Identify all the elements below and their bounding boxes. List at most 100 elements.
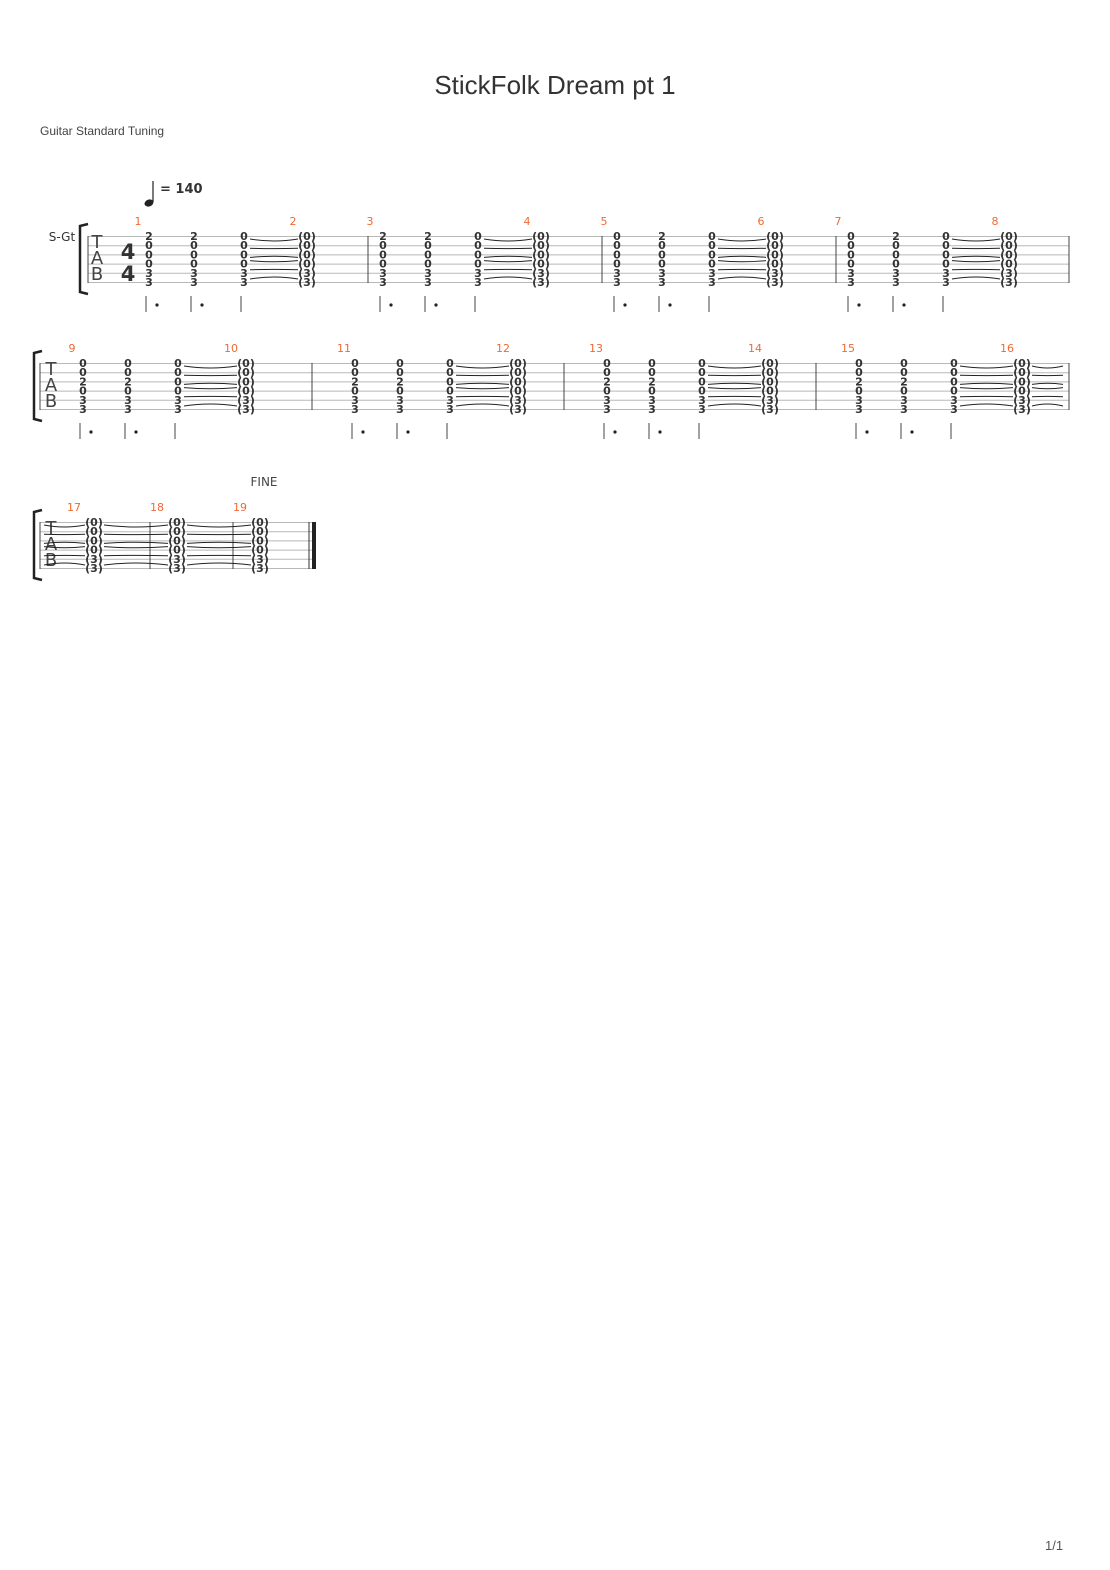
tied-fret-number: (0) <box>1000 230 1018 243</box>
fret-number: 0 <box>474 248 482 261</box>
measure-number: 1 <box>135 215 142 228</box>
tied-fret-number: (0) <box>761 366 779 379</box>
fret-number: 3 <box>708 267 716 280</box>
tie-arc <box>483 276 533 280</box>
tie-arc <box>951 260 1001 263</box>
fret-number: 3 <box>240 276 248 289</box>
tie-arc <box>186 541 252 544</box>
fret-number: 0 <box>446 366 454 379</box>
measure-number: 9 <box>69 342 76 355</box>
fret-number: 0 <box>708 248 716 261</box>
tied-fret-number: (3) <box>1000 267 1018 280</box>
fret-number: 3 <box>351 394 359 407</box>
fret-number: 0 <box>351 357 359 370</box>
fret-number: 2 <box>648 375 656 388</box>
tied-fret-number: (0) <box>532 248 550 261</box>
fret-number: 3 <box>892 276 900 289</box>
tied-fret-number: (0) <box>1013 357 1031 370</box>
tie-arc <box>249 255 299 258</box>
system-bracket-icon <box>78 222 89 296</box>
tie-arc <box>959 403 1014 407</box>
tied-fret-number: (0) <box>251 534 269 547</box>
tie-arc <box>43 562 86 566</box>
fret-number: 3 <box>145 276 153 289</box>
tab-clef-letter: B <box>45 391 57 412</box>
fret-number: 0 <box>379 258 387 271</box>
tied-fret-number: (0) <box>168 525 186 538</box>
fret-number: 0 <box>698 357 706 370</box>
measure-number: 8 <box>992 215 999 228</box>
tie-arc <box>717 276 767 280</box>
tied-fret-number: (0) <box>509 357 527 370</box>
fret-number: 0 <box>613 239 621 252</box>
rhythm-dot <box>89 430 93 434</box>
tied-fret-number: (3) <box>761 394 779 407</box>
tied-fret-number: (3) <box>251 553 269 566</box>
fret-number: 2 <box>658 230 666 243</box>
tempo-value: = 140 <box>160 182 203 197</box>
fret-number: 0 <box>424 258 432 271</box>
fret-number: 3 <box>174 403 182 416</box>
tie-arc <box>951 276 1001 280</box>
tied-fret-number: (0) <box>766 239 784 252</box>
fret-number: 2 <box>424 230 432 243</box>
tab-clef-letter: B <box>45 550 57 571</box>
fret-number: 3 <box>855 394 863 407</box>
tie-arc <box>43 541 86 544</box>
tied-fret-number: (0) <box>1000 258 1018 271</box>
measure-number: 10 <box>224 342 238 355</box>
tie-arc <box>483 255 533 258</box>
tied-fret-number: (0) <box>85 525 103 538</box>
tied-fret-number: (3) <box>168 562 186 575</box>
fret-number: 0 <box>446 375 454 388</box>
final-barline <box>312 522 316 569</box>
tie-arc <box>951 255 1001 258</box>
fret-number: 3 <box>603 403 611 416</box>
tied-fret-number: (3) <box>237 394 255 407</box>
time-signature-bottom: 4 <box>121 262 136 286</box>
tied-fret-number: (0) <box>1000 248 1018 261</box>
system-bracket-icon <box>32 349 43 423</box>
tie-arc <box>707 403 762 407</box>
tab-clef-letter: A <box>45 375 58 396</box>
rhythm-dot <box>613 430 617 434</box>
fret-number: 0 <box>648 357 656 370</box>
tied-fret-number: (0) <box>251 516 269 529</box>
tie-arc <box>183 382 238 385</box>
tab-clef-letter: T <box>45 359 58 380</box>
fret-number: 3 <box>698 403 706 416</box>
fret-number: 0 <box>79 385 87 398</box>
tied-fret-number: (0) <box>168 516 186 529</box>
tie-arc <box>43 524 86 528</box>
fret-number: 3 <box>351 403 359 416</box>
tied-fret-number: (0) <box>1013 366 1031 379</box>
tied-fret-number: (0) <box>85 544 103 557</box>
fret-number: 3 <box>942 276 950 289</box>
tied-fret-number: (0) <box>298 248 316 261</box>
measure-number: 12 <box>496 342 510 355</box>
tied-fret-number: (3) <box>168 553 186 566</box>
fret-number: 0 <box>900 366 908 379</box>
tie-arc <box>43 546 86 549</box>
measure-number: 13 <box>589 342 603 355</box>
rhythm-dot <box>668 303 672 307</box>
tie-arc <box>103 524 169 528</box>
fret-number: 0 <box>379 248 387 261</box>
fret-number: 0 <box>240 230 248 243</box>
fret-number: 0 <box>79 357 87 370</box>
measure-number: 3 <box>367 215 374 228</box>
fret-number: 0 <box>942 258 950 271</box>
tied-fret-number: (0) <box>168 534 186 547</box>
tied-fret-number: (0) <box>251 544 269 557</box>
fret-number: 0 <box>892 239 900 252</box>
instrument-label: S-Gt <box>49 230 76 244</box>
measure-number: 19 <box>233 501 247 514</box>
tied-fret-number: (3) <box>237 403 255 416</box>
fret-number: 0 <box>950 366 958 379</box>
rhythm-dot <box>658 430 662 434</box>
measure-number: 15 <box>841 342 855 355</box>
tied-fret-number: (3) <box>85 553 103 566</box>
tied-fret-number: (0) <box>509 366 527 379</box>
fret-number: 0 <box>847 230 855 243</box>
measure-number: 11 <box>337 342 351 355</box>
